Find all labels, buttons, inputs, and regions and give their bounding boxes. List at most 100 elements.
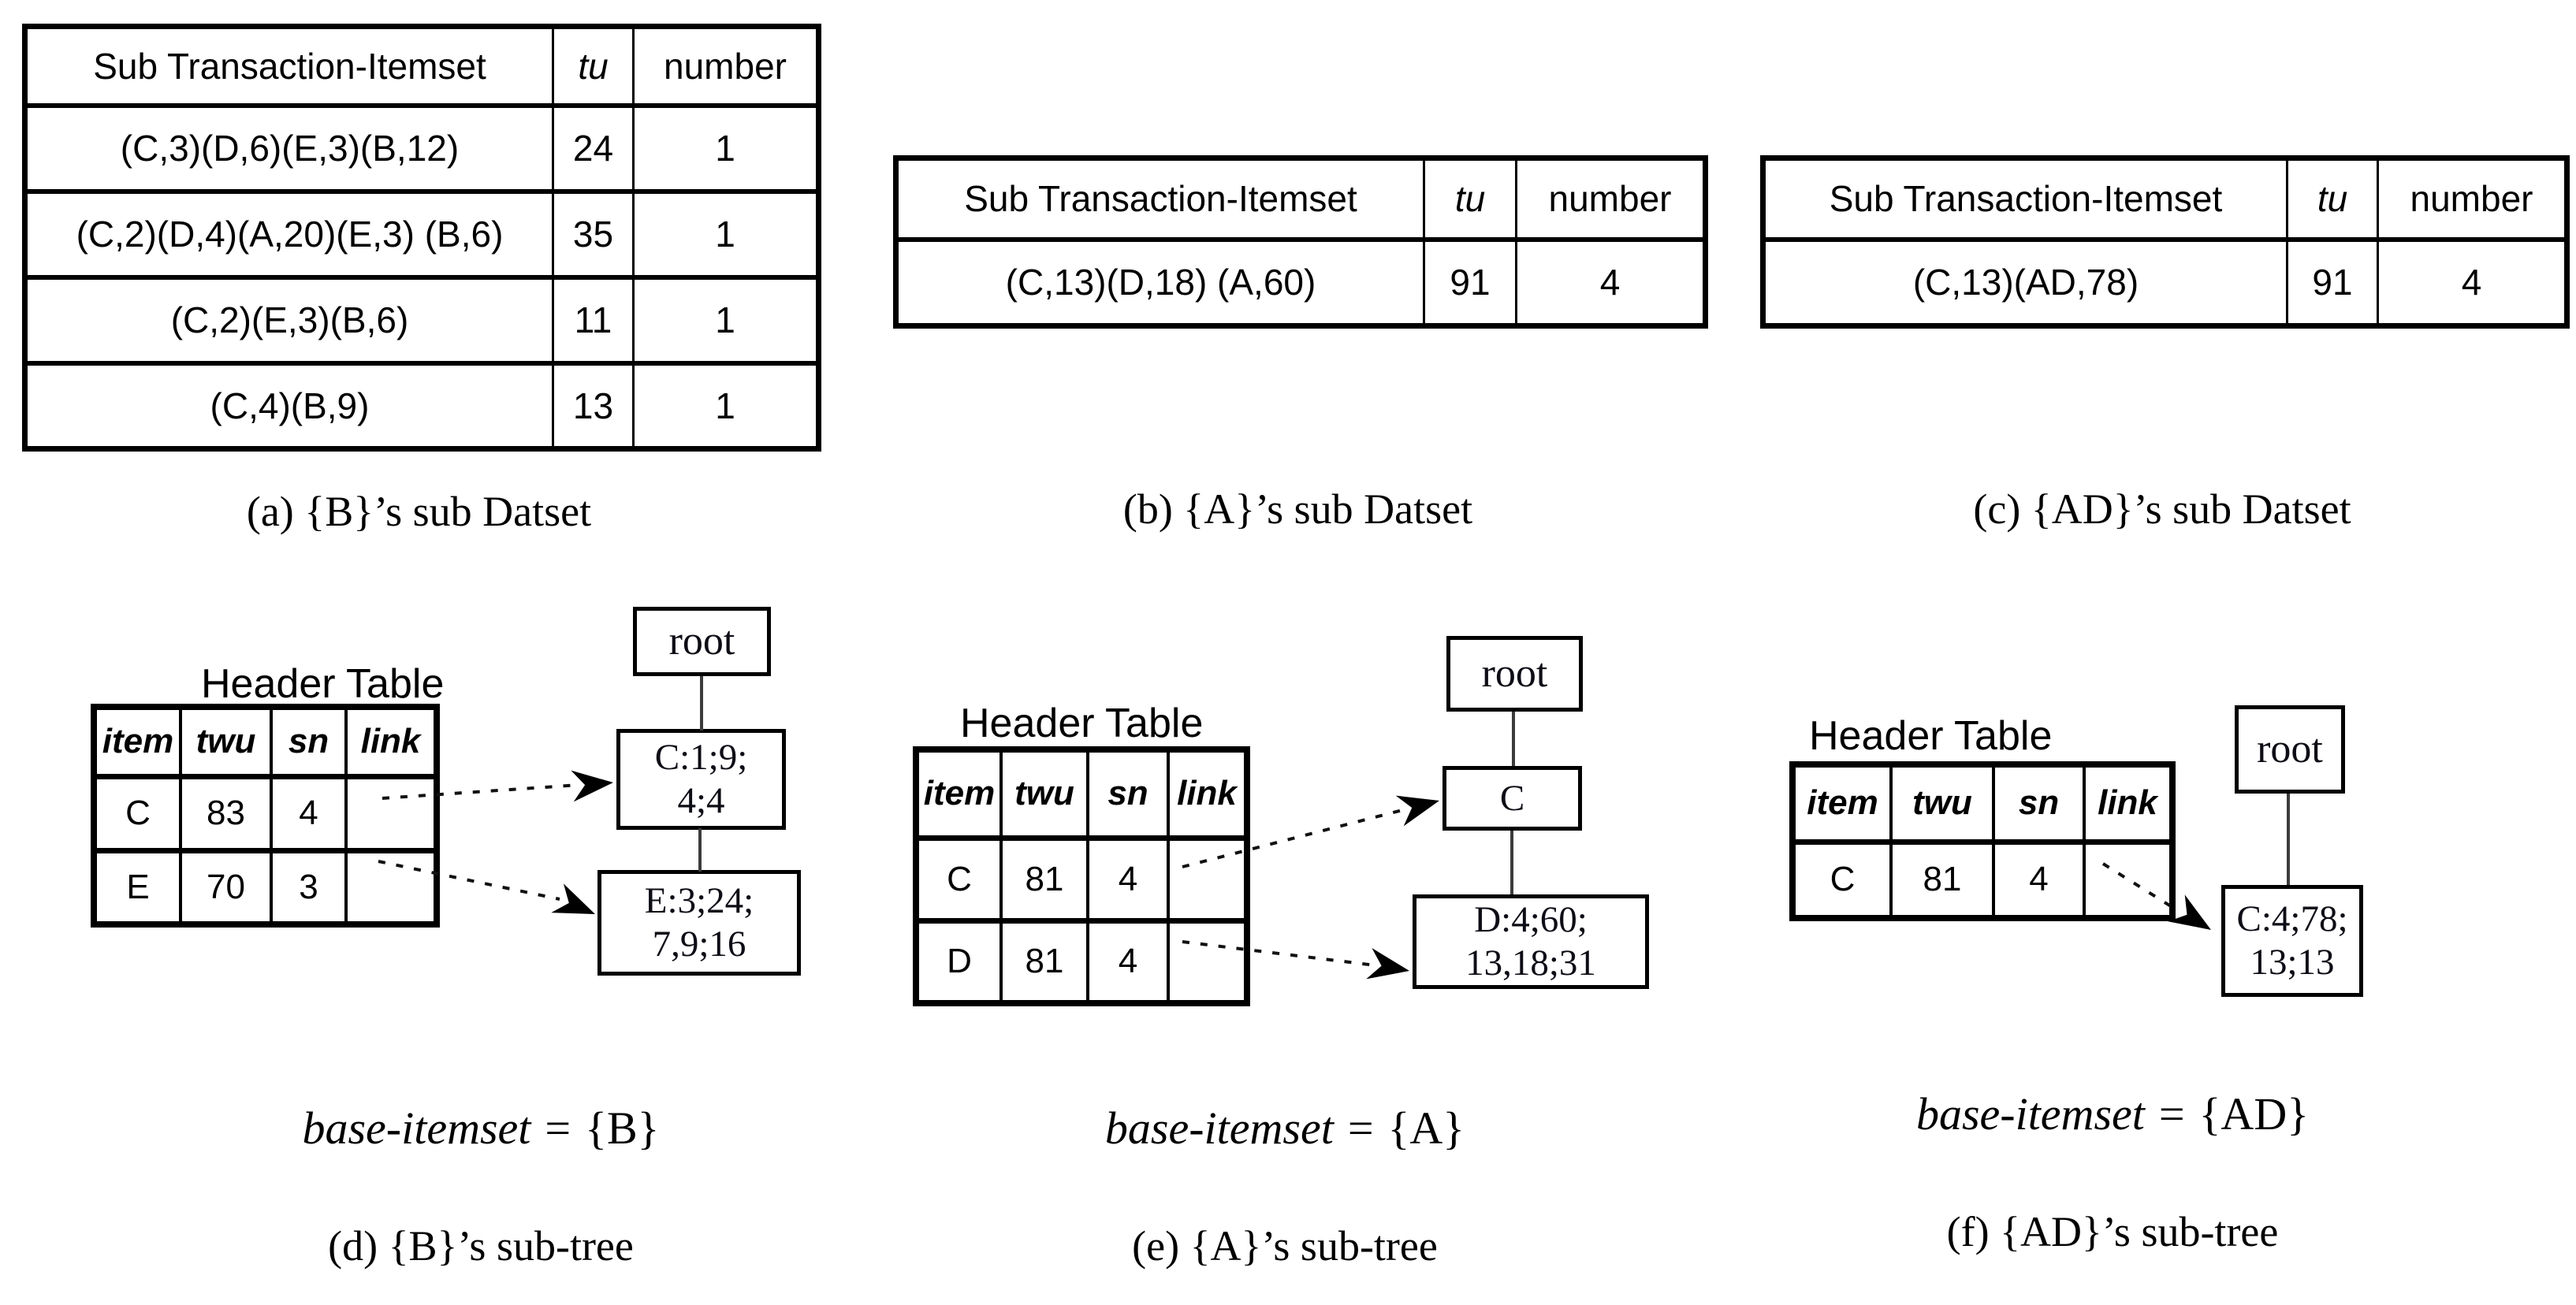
caption-c: (c) {AD}’s sub Datset — [1973, 485, 2351, 533]
link-cell — [2083, 838, 2174, 921]
tree-node-line: 13;13 — [2250, 942, 2335, 983]
header-table-title-d: Header Table — [201, 661, 445, 707]
tree-node-line: C:1;9; — [654, 737, 748, 779]
col-header-item: item — [914, 746, 1003, 841]
link-cell — [344, 847, 438, 928]
table-cell: 1 — [632, 360, 820, 452]
tree-node-line: 7,9;16 — [652, 924, 746, 965]
base-itemset-value: {B} — [585, 1102, 660, 1154]
tree-node-line: C — [1499, 777, 1525, 819]
table-cell: 91 — [2286, 236, 2379, 329]
col-header-link: link — [344, 704, 438, 779]
tree-node-c: C:1;9; 4;4 — [616, 729, 786, 830]
tree-node-c: C — [1442, 766, 1582, 831]
table-row: (C,13)(D,18) (A,60) 91 4 — [895, 236, 1707, 329]
col-header-tu: tu — [552, 24, 635, 108]
base-itemset-label: base-itemset — [1104, 1102, 1334, 1154]
col-header-sn: sn — [1086, 746, 1170, 841]
col-header-item: item — [1791, 761, 1893, 845]
tree-node-line: D:4;60; — [1474, 899, 1588, 941]
tree-node-label: root — [1481, 650, 1548, 696]
dataset-table-ad: Sub Transaction-Itemset tu number (C,13)… — [1760, 155, 2570, 329]
table-cell: D — [914, 917, 1003, 1006]
tree-node-label: root — [2257, 726, 2323, 771]
base-itemset-e: base-itemset={A} — [891, 1102, 1679, 1154]
table-cell: 70 — [179, 847, 273, 928]
col-header-sn: sn — [270, 704, 348, 779]
base-itemset-label: base-itemset — [302, 1102, 531, 1154]
dataset-table-a: Sub Transaction-Itemset tu number (C,13)… — [893, 155, 1708, 329]
link-cell — [344, 773, 438, 853]
tree-node-line: 13,18;31 — [1465, 942, 1596, 983]
tree-node-line: C:4;78; — [2236, 898, 2348, 940]
caption-d: (d) {B}’s sub-tree — [328, 1222, 634, 1270]
col-header-sn: sn — [1992, 761, 2086, 845]
base-itemset-d: base-itemset={B} — [87, 1102, 875, 1154]
table-cell: E — [92, 847, 182, 928]
header-table-d: item twu sn link C 83 4 E 70 3 — [91, 704, 440, 928]
col-header-link: link — [1167, 746, 1249, 841]
table-cell: 4 — [1086, 835, 1170, 924]
col-header-itemset: Sub Transaction-Itemset — [1762, 155, 2288, 242]
table-row: (C,4)(B,9) 13 1 — [24, 360, 820, 452]
tree-root-node: root — [1446, 636, 1583, 712]
table-cell: 11 — [552, 274, 635, 366]
table-cell: (C,4)(B,9) — [24, 360, 554, 452]
link-cell — [1167, 835, 1249, 924]
header-table-title-f: Header Table — [1809, 713, 2053, 759]
tree-node-line: E:3;24; — [644, 880, 754, 922]
table-row: (C,2)(E,3)(B,6) 11 1 — [24, 274, 820, 366]
table-cell: (C,2)(D,4)(A,20)(E,3) (B,6) — [24, 188, 554, 280]
header-table-e: item twu sn link C 81 4 D 81 4 — [913, 746, 1250, 1006]
table-row: (C,3)(D,6)(E,3)(B,12) 24 1 — [24, 102, 820, 194]
table-cell: 24 — [552, 102, 635, 194]
tree-node-label: root — [668, 618, 735, 664]
table-cell: 3 — [270, 847, 348, 928]
equals-sign: = — [1347, 1102, 1374, 1154]
tree-node-e: E:3;24; 7,9;16 — [597, 870, 801, 976]
col-header-twu: twu — [179, 704, 273, 779]
col-header-itemset: Sub Transaction-Itemset — [895, 155, 1425, 242]
table-cell: 4 — [1515, 236, 1707, 329]
link-cell — [1167, 917, 1249, 1006]
table-cell: 4 — [1086, 917, 1170, 1006]
col-header-itemset: Sub Transaction-Itemset — [24, 24, 554, 108]
col-header-item: item — [92, 704, 182, 779]
dataset-table-b: Sub Transaction-Itemset tu number (C,3)(… — [22, 24, 821, 452]
table-row: D 81 4 — [914, 917, 1249, 1006]
table-row: C 81 4 — [914, 835, 1249, 924]
table-row: (C,13)(AD,78) 91 4 — [1762, 236, 2568, 329]
link-arrow-head — [1366, 948, 1409, 980]
base-itemset-label: base-itemset — [1915, 1088, 2145, 1140]
tree-root-node: root — [633, 607, 771, 676]
link-arrow-head — [551, 883, 595, 914]
table-row: C 81 4 — [1791, 838, 2174, 921]
col-header-tu: tu — [1423, 155, 1517, 242]
table-cell: 1 — [632, 102, 820, 194]
col-header-number: number — [1515, 155, 1707, 242]
tree-root-node: root — [2235, 705, 2345, 794]
table-cell: C — [1791, 838, 1893, 921]
header-table-title-e: Header Table — [960, 701, 1204, 746]
table-cell: 83 — [179, 773, 273, 853]
table-cell: 81 — [1000, 917, 1089, 1006]
table-row: (C,2)(D,4)(A,20)(E,3) (B,6) 35 1 — [24, 188, 820, 280]
table-cell: (C,3)(D,6)(E,3)(B,12) — [24, 102, 554, 194]
base-itemset-value: {AD} — [2198, 1088, 2310, 1140]
col-header-link: link — [2083, 761, 2174, 845]
table-cell: 4 — [1992, 838, 2086, 921]
table-cell: 4 — [2377, 236, 2568, 329]
table-cell: 13 — [552, 360, 635, 452]
table-cell: 1 — [632, 274, 820, 366]
table-cell: (C,13)(D,18) (A,60) — [895, 236, 1425, 329]
table-cell: C — [92, 773, 182, 853]
table-row: E 70 3 — [92, 847, 438, 928]
header-table-f: item twu sn link C 81 4 — [1789, 761, 2176, 921]
col-header-tu: tu — [2286, 155, 2379, 242]
tree-node-c: C:4;78; 13;13 — [2221, 885, 2363, 997]
table-row: C 83 4 — [92, 773, 438, 853]
table-cell: (C,2)(E,3)(B,6) — [24, 274, 554, 366]
table-cell: 91 — [1423, 236, 1517, 329]
table-cell: 1 — [632, 188, 820, 280]
